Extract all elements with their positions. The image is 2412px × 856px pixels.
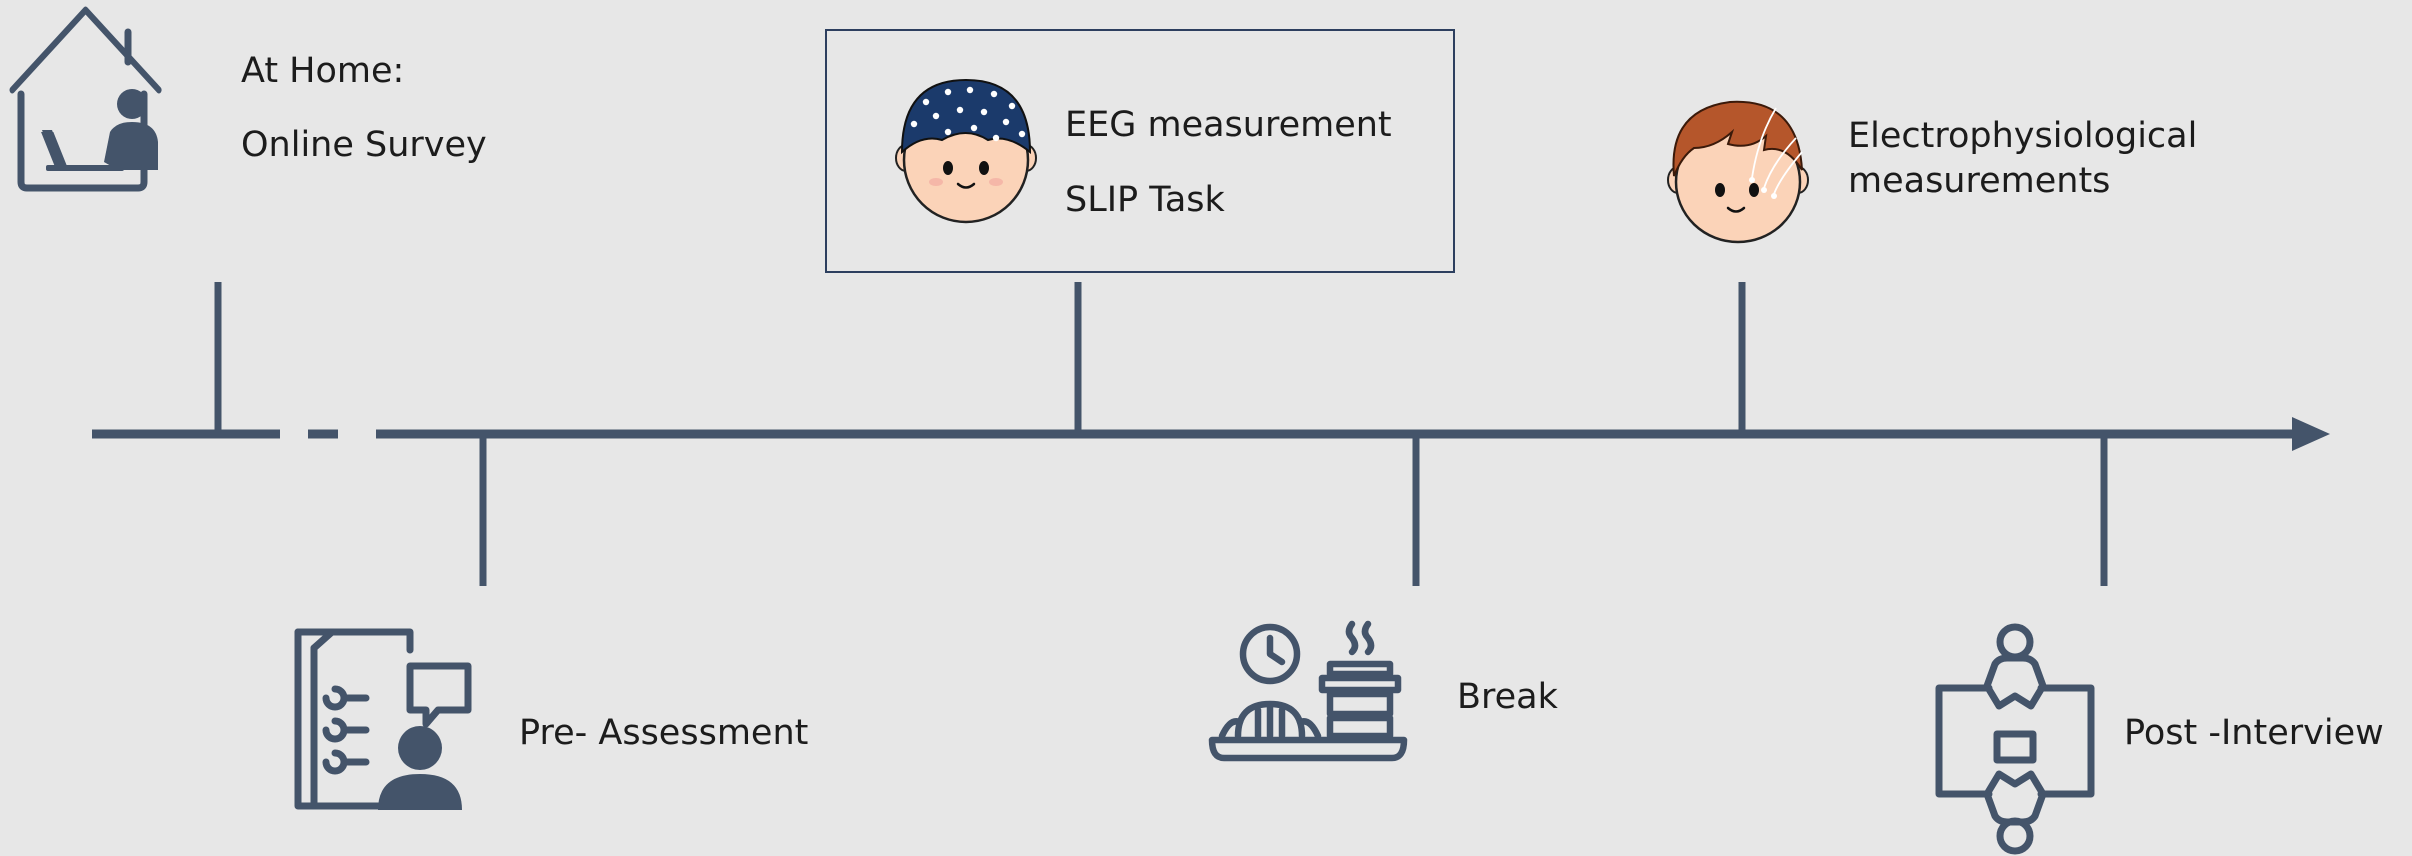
electrode-head-icon [1667,100,1809,244]
coffee-break-icon [1208,620,1408,762]
post-interview-label: Post -Interview [2124,713,2384,753]
home-laptop-icon [9,6,162,192]
checklist-person-icon [294,628,472,810]
electro-label: Electrophysiological measurements [1848,116,2198,201]
eeg-label-line1: EEG measurement [1065,105,1392,145]
eeg-cap-head-icon [895,78,1037,224]
home-label-line2: Online Survey [241,125,487,165]
eeg-highlight-box [825,29,1455,273]
break-label: Break [1457,677,1558,717]
eeg-label-line2: SLIP Task [1065,180,1225,220]
timeline-arrowhead [2292,417,2330,451]
interview-people-icon [1935,623,2095,855]
home-label-line1: At Home: [241,51,405,91]
pre-assessment-label: Pre- Assessment [519,713,809,753]
